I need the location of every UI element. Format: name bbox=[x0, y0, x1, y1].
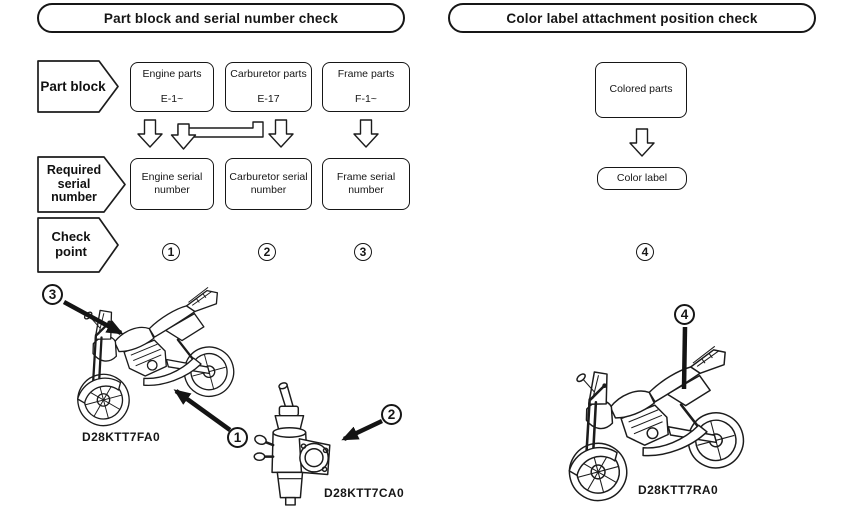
check-point-3: 3 bbox=[354, 243, 372, 261]
model-code-frame: D28KTT7FA0 bbox=[82, 430, 160, 444]
serial-text: number bbox=[250, 184, 287, 196]
row-label-text: point bbox=[55, 244, 87, 259]
callout-arrow bbox=[173, 389, 232, 432]
model-code-text: D28KTT7CA0 bbox=[324, 486, 405, 500]
callout-4: 4 bbox=[674, 304, 695, 325]
left-panel-title: Part block and serial number check bbox=[37, 3, 405, 33]
check-point-1: 1 bbox=[162, 243, 180, 261]
check-point-number: 2 bbox=[263, 245, 271, 259]
part-block-box-carburetor: Carburetor parts E-17 bbox=[225, 62, 312, 112]
callout-3: 3 bbox=[42, 284, 63, 305]
serial-box-carburetor: Carburetor serial number bbox=[225, 158, 312, 210]
check-point-2: 2 bbox=[258, 243, 276, 261]
part-block-code: F-1~ bbox=[355, 92, 377, 105]
callout-number: 3 bbox=[48, 286, 57, 302]
row-label-text: Check bbox=[51, 229, 91, 245]
model-code-carburetor: D28KTT7CA0 bbox=[324, 486, 404, 500]
model-code-text: D28KTT7RA0 bbox=[638, 483, 719, 497]
serial-text: Frame serial bbox=[336, 170, 396, 183]
callout-number: 1 bbox=[233, 429, 242, 445]
row-label-text: number bbox=[51, 190, 97, 205]
flow-down-arrow-icon bbox=[268, 119, 294, 148]
row-label-part-block: Part block bbox=[38, 61, 108, 112]
callout-line bbox=[681, 326, 688, 390]
flow-down-arrow-icon bbox=[629, 128, 655, 157]
check-point-number: 1 bbox=[167, 245, 175, 259]
row-label-required-serial: Required serial number bbox=[38, 157, 110, 212]
part-block-box-engine: Engine parts E-1~ bbox=[130, 62, 214, 112]
box-text: Color label bbox=[616, 171, 668, 184]
serial-box-engine: Engine serial number bbox=[130, 158, 214, 210]
part-block-name: Carburetor parts bbox=[230, 68, 307, 81]
part-block-code: E-1~ bbox=[160, 92, 184, 105]
part-block-name: Engine parts bbox=[142, 68, 202, 81]
box-text: Colored parts bbox=[609, 83, 673, 96]
right-panel-title: Color label attachment position check bbox=[448, 3, 816, 33]
row-label-text: serial bbox=[57, 176, 91, 191]
color-label-box: Color label bbox=[597, 167, 687, 190]
part-block-pentagon bbox=[37, 60, 119, 113]
row-label-text: Part block bbox=[40, 79, 106, 94]
callout-arrow bbox=[62, 300, 124, 335]
model-code-text: D28KTT7FA0 bbox=[82, 430, 161, 444]
required-serial-pentagon bbox=[37, 156, 126, 213]
check-point-pentagon bbox=[37, 217, 119, 273]
callout-number: 2 bbox=[387, 406, 396, 422]
title-text: Part block and serial number check bbox=[103, 10, 339, 26]
model-code-color: D28KTT7RA0 bbox=[638, 483, 718, 497]
check-point-4: 4 bbox=[636, 243, 654, 261]
colored-parts-box: Colored parts bbox=[595, 62, 687, 118]
row-label-check-point: Check point bbox=[38, 218, 104, 272]
check-point-number: 4 bbox=[641, 245, 649, 259]
callout-number: 4 bbox=[680, 306, 689, 322]
part-block-name: Frame parts bbox=[337, 68, 395, 81]
carburetor-illustration bbox=[253, 382, 331, 506]
flow-down-arrow-icon bbox=[137, 119, 163, 148]
row-label-text: Required bbox=[46, 162, 102, 177]
flow-down-arrow-icon bbox=[353, 119, 379, 148]
motorcycle-illustration bbox=[543, 334, 756, 509]
motorcycle-illustration bbox=[54, 276, 245, 433]
part-block-box-frame: Frame parts F-1~ bbox=[322, 62, 410, 112]
serial-text: Engine serial bbox=[141, 170, 203, 183]
check-point-number: 3 bbox=[359, 245, 367, 259]
serial-box-frame: Frame serial number bbox=[322, 158, 410, 210]
callout-2: 2 bbox=[381, 404, 402, 425]
callout-1: 1 bbox=[227, 427, 248, 448]
callout-arrow bbox=[341, 418, 383, 442]
serial-text: number bbox=[348, 184, 384, 196]
title-text: Color label attachment position check bbox=[506, 10, 758, 26]
part-block-code: E-17 bbox=[257, 92, 280, 105]
serial-text: number bbox=[154, 184, 190, 196]
serial-text: Carburetor serial bbox=[229, 170, 308, 183]
flow-down-arrow-icon bbox=[170, 123, 197, 150]
